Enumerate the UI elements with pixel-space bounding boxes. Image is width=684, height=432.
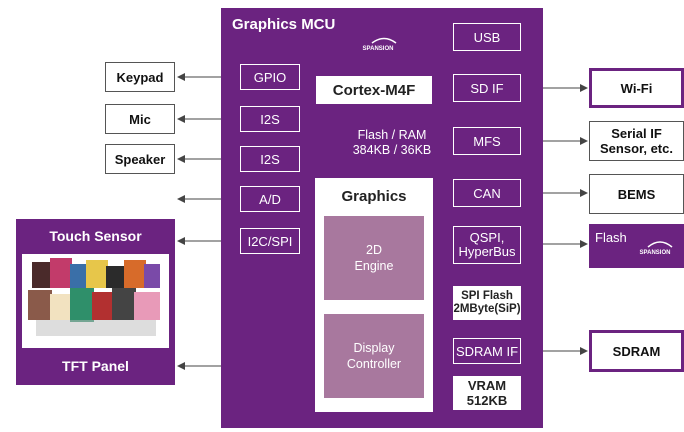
2d-engine-block: 2D Engine bbox=[324, 216, 424, 300]
display-controller-block: Display Controller bbox=[324, 314, 424, 398]
cortex-m4f-block: Cortex-M4F bbox=[316, 76, 432, 104]
qspi-hyperbus-port: QSPI, HyperBus bbox=[453, 226, 521, 264]
flash-spansion-logo-text: SPANSION bbox=[640, 250, 671, 256]
mfs-port: MFS bbox=[453, 127, 521, 155]
sdram-device: SDRAM bbox=[589, 330, 684, 372]
flash-spansion-logo: SPANSION bbox=[628, 238, 682, 256]
can-port: CAN bbox=[453, 179, 521, 207]
sdram-if-port: SDRAM IF bbox=[453, 338, 521, 364]
flash-device bbox=[589, 224, 684, 268]
i2c-spi-port: I2C/SPI bbox=[240, 228, 300, 254]
mic-device: Mic bbox=[105, 104, 175, 134]
speaker-device: Speaker bbox=[105, 144, 175, 174]
serial-if-device: Serial IF Sensor, etc. bbox=[589, 121, 684, 161]
i2s-port-1: I2S bbox=[240, 106, 300, 132]
wifi-device: Wi-Fi bbox=[589, 68, 684, 108]
flash-ram-label: Flash / RAM 384KB / 36KB bbox=[352, 128, 432, 157]
ad-port: A/D bbox=[240, 186, 300, 212]
touch-sensor-title: Touch Sensor bbox=[49, 228, 142, 244]
tft-screen-image bbox=[22, 254, 169, 348]
usb-port: USB bbox=[453, 23, 521, 51]
flash-device-label: Flash bbox=[595, 230, 627, 245]
bems-device: BEMS bbox=[589, 174, 684, 214]
spansion-logo: SPANSION bbox=[352, 36, 404, 52]
vram-block: VRAM 512KB bbox=[453, 376, 521, 410]
spi-flash-block: SPI Flash 2MByte(SiP) bbox=[453, 286, 521, 320]
i2s-port-2: I2S bbox=[240, 146, 300, 172]
spansion-logo-text: SPANSION bbox=[363, 46, 394, 52]
tft-panel-label: TFT Panel bbox=[62, 358, 129, 374]
gpio-port: GPIO bbox=[240, 64, 300, 90]
mcu-title: Graphics MCU bbox=[232, 16, 336, 33]
graphics-title: Graphics bbox=[341, 187, 407, 205]
keypad-device: Keypad bbox=[105, 62, 175, 92]
sd-if-port: SD IF bbox=[453, 74, 521, 102]
